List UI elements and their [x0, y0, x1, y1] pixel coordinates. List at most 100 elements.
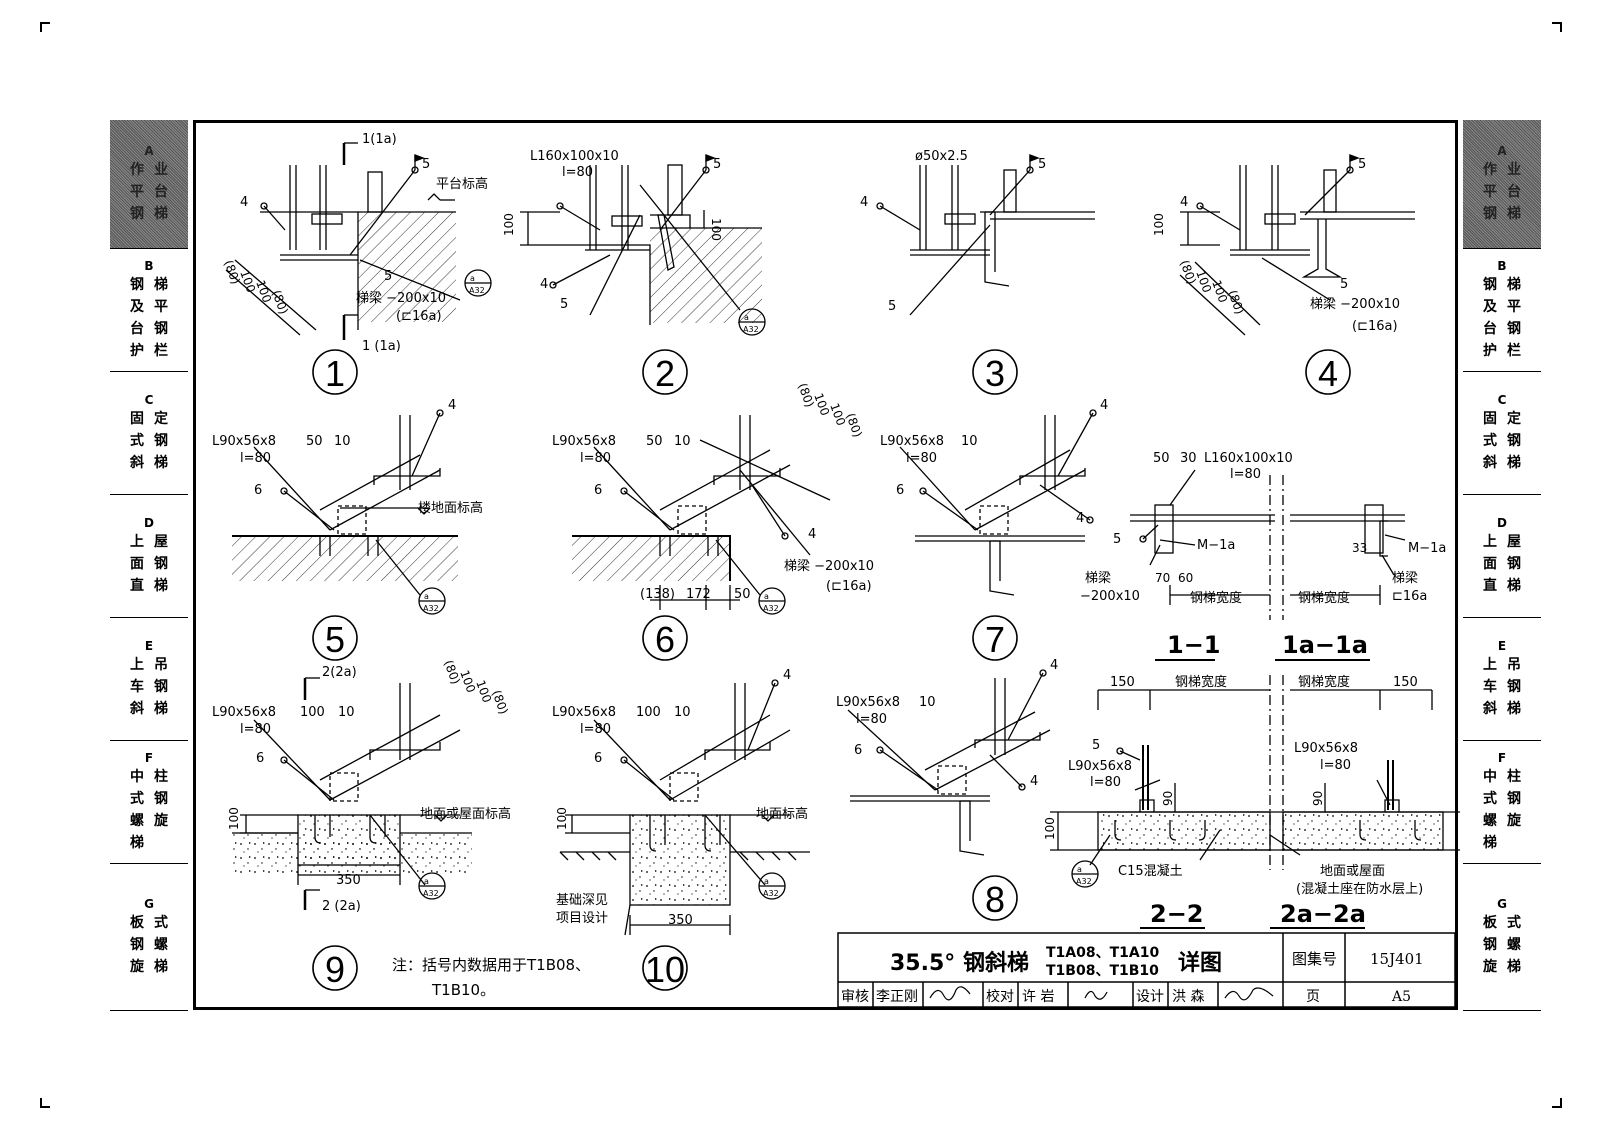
ref-index-top: a — [470, 274, 475, 283]
ref-index-bottom: A32 — [1076, 877, 1092, 886]
beam-label: 梯梁 −200x10 — [1310, 297, 1400, 312]
check-label: 校对 — [986, 988, 1014, 1005]
chapter-tab-b[interactable]: B 钢梯及平台钢护栏 — [1463, 248, 1541, 372]
stair-width-left: 钢梯宽度 — [1175, 674, 1227, 690]
dim-100a: 100 — [502, 213, 516, 236]
detail-5-number: 5 — [312, 615, 358, 661]
ref-index-top: a — [764, 877, 769, 886]
detail-9-labels: 2(2a) 2 (2a) L90x56x8 l=80 100 10 6 100 … — [212, 658, 511, 914]
chapter-tab-letter: B — [1497, 258, 1507, 273]
reviewer-name: 李正刚 — [876, 989, 918, 1005]
chapter-tab-label: 上吊车钢斜梯 — [1483, 656, 1521, 717]
beam-alt-label: (⊏16a) — [396, 309, 442, 324]
embed-part-m1a-left: M−1a — [1197, 538, 1235, 553]
ref-index-bottom: A32 — [743, 325, 759, 334]
page-label: 页 — [1306, 989, 1320, 1005]
ref-index-top: a — [764, 592, 769, 601]
weld-symbol-4: 4 — [1180, 195, 1188, 210]
detail-1 — [225, 142, 492, 340]
weld-symbol-4: 4 — [448, 398, 456, 413]
weld-symbol-6: 6 — [594, 483, 602, 498]
angle-label-right: L90x56x8 — [1294, 741, 1358, 756]
chapter-tab-letter: F — [144, 750, 154, 765]
crop-mark-bottom-right — [1552, 1098, 1562, 1108]
detail-7-labels: L90x56x8 l=80 10 6 4 4 — [880, 398, 1108, 526]
ref-index-top: a — [1077, 865, 1082, 874]
weld-symbol-6: 6 — [896, 483, 904, 498]
weld-symbol-6: 6 — [854, 743, 862, 758]
chapter-tab-label: 上吊车钢斜梯 — [130, 656, 168, 717]
chapter-tab-label: 中柱式钢螺旋梯 — [130, 768, 168, 851]
detail-8-number: 8 — [972, 875, 1018, 921]
section-1-1-labels: 50 30 L160x100x10 l=80 5 M−1a M−1a 梯梁 −2… — [1080, 451, 1446, 659]
chapter-tab-letter: F — [1497, 750, 1507, 765]
detail-4 — [1179, 154, 1415, 336]
detail-10-number: 10 — [642, 945, 688, 991]
review-label: 审核 — [841, 989, 869, 1005]
chapter-tab-letter: B — [144, 258, 154, 273]
detail-10-labels: L90x56x8 l=80 100 10 6 4 100 地面标高 基础深见 项… — [552, 668, 808, 928]
chapter-tab-letter: G — [1497, 896, 1507, 911]
angle-label: L90x56x8 — [212, 434, 276, 449]
dim-h100: 100 — [1043, 817, 1057, 840]
detail-7-number: 7 — [972, 615, 1018, 661]
length-label-left: l=80 — [1090, 775, 1121, 790]
weld-symbol-5b: 5 — [560, 297, 568, 312]
dim-80b: (80) — [269, 288, 291, 316]
stair-width-left: 钢梯宽度 — [1190, 590, 1242, 606]
detail-number-label: 6 — [655, 619, 675, 660]
detail-2-number: 2 — [642, 349, 688, 395]
chapter-tab-f[interactable]: F 中柱式钢螺旋梯 — [110, 740, 188, 864]
detail-9-number: 9 — [312, 945, 358, 991]
dim-100: 100 — [300, 705, 325, 720]
chapter-tab-label: 作业平台钢梯 — [1483, 162, 1521, 222]
pipe-label: ø50x2.5 — [915, 149, 968, 164]
ground-elevation-label: 地面或屋面标高 — [420, 806, 511, 822]
angle-label: L90x56x8 — [880, 434, 944, 449]
chapter-tab-label: 钢梯及平台钢护栏 — [1483, 276, 1521, 359]
length-label-right: l=80 — [1320, 758, 1351, 773]
drawing-title: 35.5° 钢斜梯 — [890, 950, 1029, 976]
title-block-text: 35.5° 钢斜梯 T1A08、T1A10 T1B08、T1B10 详图 图集号… — [841, 945, 1424, 1005]
angle-label: L90x56x8 — [212, 705, 276, 720]
length-label: l=80 — [562, 165, 593, 180]
section-mark-bottom: 1 (1a) — [362, 339, 401, 354]
beam-label: 梯梁 −200x10 — [784, 559, 874, 574]
dim-50b: 50 — [734, 587, 751, 602]
dim-10: 10 — [338, 705, 355, 720]
dim-60: 60 — [1178, 571, 1193, 585]
dim-90-right: 90 — [1311, 791, 1325, 806]
ref-index-top: a — [424, 592, 429, 601]
dim-50: 50 — [306, 434, 323, 449]
ref-index-bottom: A32 — [423, 604, 439, 613]
weld-symbol-4b: 4 — [1076, 511, 1084, 526]
chapter-tab-label: 固定式钢斜梯 — [1483, 410, 1521, 471]
foundation-note-line2: 项目设计 — [556, 911, 608, 926]
section-mark-bottom: 2 (2a) — [322, 899, 361, 914]
detail-number-label: 2 — [655, 353, 675, 394]
chapter-tab-label: 作业平台钢梯 — [130, 162, 168, 222]
dim-70: 70 — [1155, 571, 1170, 585]
detail-number-label: 8 — [985, 879, 1005, 920]
ground-note: (混凝土座在防水层上) — [1296, 881, 1423, 897]
crop-mark-bottom-left — [40, 1098, 50, 1108]
drawing-title-suffix: 详图 — [1178, 950, 1222, 976]
checker-name: 许 岩 — [1022, 989, 1054, 1005]
detail-2-labels: L160x100x10 l=80 5 100 100 4 5 a A32 — [502, 149, 759, 334]
detail-number-label: 10 — [645, 949, 685, 990]
weld-symbol-5b: 5 — [888, 299, 896, 314]
